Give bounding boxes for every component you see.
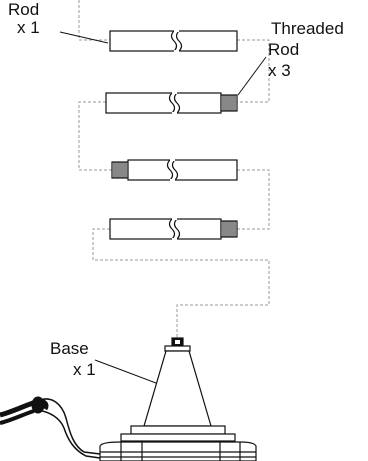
threaded-rod-3	[109, 218, 238, 240]
threaded-rod-label-quantity: x 3	[268, 61, 291, 80]
threaded-rod-1	[105, 92, 238, 114]
threaded-rod-label-title-line2: Rod	[268, 40, 300, 59]
assembly-path	[78, 0, 270, 338]
base-part	[99, 337, 257, 461]
rod-label-quantity: x 1	[17, 18, 40, 37]
threaded-rod-leader-line	[237, 56, 267, 96]
base-label-quantity: x 1	[73, 360, 96, 379]
threaded-rod-2	[111, 159, 238, 181]
rod-leader-line	[59, 31, 109, 44]
rod-label-title: Rod	[8, 0, 40, 19]
power-cord	[0, 396, 101, 459]
base-leader-line	[94, 359, 157, 384]
threaded-rod-label-title: Threaded	[271, 19, 344, 38]
rod-part	[109, 30, 238, 52]
base-label-title: Base	[50, 339, 89, 358]
